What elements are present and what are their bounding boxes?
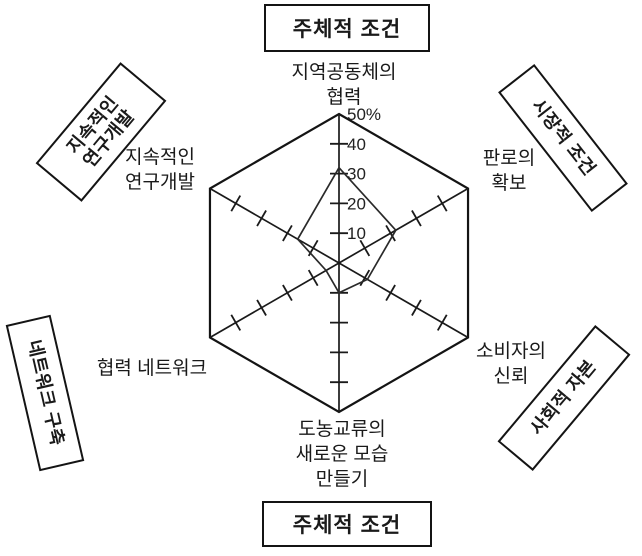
title-box-top: 주체적 조건	[264, 4, 430, 52]
axis-label-community-line1: 지역공동체의	[291, 62, 397, 83]
radar-tick	[385, 284, 396, 302]
radar-scale-label: 10	[347, 224, 366, 243]
radar-tick	[230, 314, 242, 331]
radar-tick	[436, 195, 448, 212]
radar-tick	[256, 210, 267, 227]
radar-scale-label: 50%	[347, 105, 381, 124]
axis-label-sales-line2: 확보	[491, 173, 527, 195]
radar-axis	[209, 262, 340, 339]
radar-tick	[411, 210, 422, 227]
radar-tick	[411, 299, 422, 316]
axis-label-community: 지역공동체의 협력	[254, 60, 434, 110]
axis-label-exchange-line3: 만들기	[315, 469, 369, 491]
axis-label-research-line1: 지속적인	[125, 147, 195, 168]
axis-label-consumer: 소비자의 신뢰	[463, 339, 559, 389]
radar-axis	[338, 187, 469, 264]
axis-label-sales: 판로의 확보	[463, 146, 555, 196]
radar-tick	[385, 224, 396, 242]
axis-label-research-line2: 연구개발	[125, 172, 195, 194]
radar-scale-label: 30	[347, 165, 366, 184]
axis-label-exchange: 도농교류의 새로운 모습 만들기	[258, 417, 426, 492]
radar-scale-label: 20	[347, 194, 366, 213]
title-box-bottom: 주체적 조건	[262, 501, 432, 547]
radar-axis	[209, 187, 340, 264]
axis-label-coop-network: 협력 네트워크	[84, 356, 220, 381]
axis-label-exchange-line2: 새로운 모습	[295, 444, 389, 466]
radar-tick	[282, 224, 293, 242]
axis-label-consumer-line2: 신뢰	[493, 366, 529, 388]
radar-axis	[338, 262, 469, 339]
axis-label-coop-network-line1: 협력 네트워크	[96, 358, 208, 379]
axis-label-sales-line1: 판로의	[482, 148, 536, 169]
radar-scale-label: 40	[347, 135, 366, 154]
axis-label-community-line2: 협력	[326, 87, 362, 109]
axis-label-exchange-line1: 도농교류의	[298, 419, 386, 440]
axis-label-research: 지속적인 연구개발	[108, 145, 212, 195]
title-box-top-label: 주체적 조건	[292, 18, 402, 41]
radar-tick	[436, 314, 448, 331]
radar-tick	[256, 299, 267, 316]
radar-tick	[307, 269, 319, 287]
radar-tick	[359, 269, 371, 287]
radar-tick	[230, 195, 242, 212]
title-box-bottom-label: 주체적 조건	[292, 514, 402, 537]
axis-label-consumer-line1: 소비자의	[476, 341, 546, 362]
radar-tick	[359, 239, 371, 257]
radar-tick	[282, 284, 293, 302]
radar-data-polygon	[296, 166, 397, 294]
